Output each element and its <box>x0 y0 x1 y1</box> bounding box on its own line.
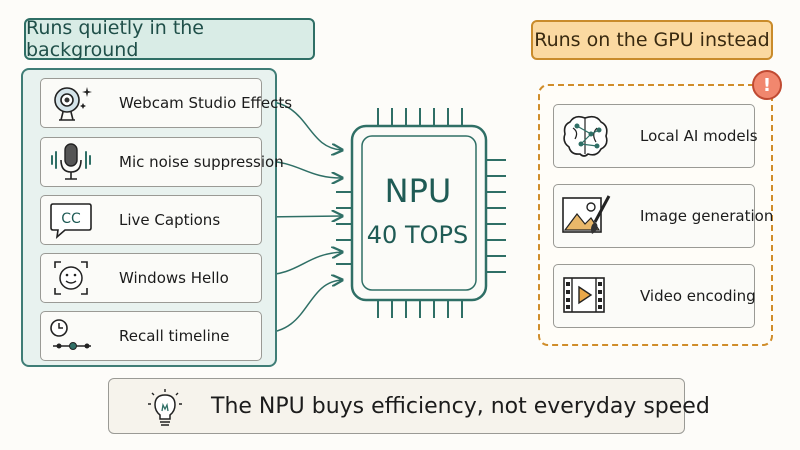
npu-chip-spec: 40 TOPS <box>366 221 469 249</box>
npu-chip-name: NPU <box>384 172 452 210</box>
face-scan-icon <box>54 261 88 295</box>
gpu-card-local-ai: Local AI models <box>553 104 758 168</box>
timeline-icon <box>50 319 91 350</box>
task-card-hello: Windows Hello <box>40 253 262 303</box>
takeaway-text: The NPU buys efficiency, not everyday sp… <box>211 393 710 419</box>
captions-icon: CC <box>50 203 92 240</box>
npu-chip-outer <box>350 124 488 302</box>
gpu-label-image-gen: Image generation <box>640 207 774 225</box>
task-card-mic: Mic noise suppression <box>40 137 284 187</box>
video-film-icon <box>563 277 605 313</box>
task-label-captions: Live Captions <box>119 211 221 229</box>
task-card-webcam: Webcam Studio Effects <box>40 78 292 128</box>
lightbulb-icon <box>148 389 182 426</box>
chip-pins <box>336 108 506 318</box>
gpu-card-image-gen: Image generation <box>553 184 773 248</box>
microphone-icon <box>51 143 91 180</box>
task-label-recall: Recall timeline <box>119 327 230 345</box>
npu-chip-inner <box>361 135 477 291</box>
gpu-label-video: Video encoding <box>640 287 756 305</box>
webcam-icon <box>54 87 92 121</box>
takeaway-banner: The NPU buys efficiency, not everyday sp… <box>108 378 710 434</box>
task-label-hello: Windows Hello <box>119 269 229 287</box>
gpu-label-local-ai: Local AI models <box>640 127 758 145</box>
image-brush-icon <box>562 195 611 234</box>
task-label-mic: Mic noise suppression <box>119 153 284 171</box>
header-background-tasks: Runs quietly in the background <box>24 17 315 61</box>
svg-text:CC: CC <box>61 211 81 227</box>
task-card-recall: Recall timeline <box>40 311 262 361</box>
header-gpu-tasks: Runs on the GPU instead <box>531 20 773 60</box>
task-label-webcam: Webcam Studio Effects <box>119 94 293 112</box>
task-card-captions: CC Live Captions <box>40 195 262 245</box>
brain-network-icon <box>563 115 608 157</box>
gpu-card-video: Video encoding <box>553 264 756 328</box>
alert-badge: ! <box>752 70 782 100</box>
